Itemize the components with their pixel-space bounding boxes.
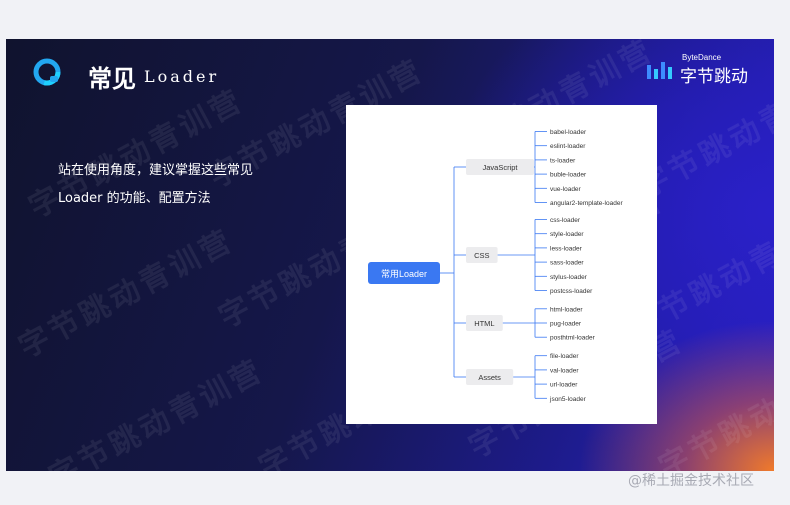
mindmap-panel: 常用Loader JavaScript babel-loader eslint-loa… xyxy=(346,105,657,424)
mindmap-leaf-label: file-loader xyxy=(550,353,579,360)
mindmap-group-node xyxy=(466,315,503,331)
mindmap-group-label: Assets xyxy=(478,373,501,382)
footer-watermark: @稀土掘金技术社区 xyxy=(628,473,754,489)
mindmap-group-node xyxy=(466,159,534,175)
mindmap-leaf-label: style-loader xyxy=(550,231,584,238)
mindmap-group-label: HTML xyxy=(474,319,494,328)
mindmap-leaf-label: eslint-loader xyxy=(550,143,586,150)
mindmap-leaf-label: pug-loader xyxy=(550,321,582,328)
description-line: Loader 的功能、配置方法 xyxy=(58,191,211,206)
mindmap-leaf-label: stylus-loader xyxy=(550,274,588,281)
mindmap-leaf-label: css-loader xyxy=(550,217,581,224)
bytedance-bars-icon xyxy=(647,62,672,79)
page-title-suffix: Loader xyxy=(144,67,220,86)
mindmap-leaf-label: json5-loader xyxy=(549,396,587,403)
mindmap-leaf-label: postcss-loader xyxy=(550,288,593,295)
mindmap-group-label: JavaScript xyxy=(482,163,518,172)
mindmap-leaf-label: ts-loader xyxy=(550,157,576,164)
mindmap-leaf-label: buble-loader xyxy=(550,172,587,179)
mindmap-leaf-label: vue-loader xyxy=(550,186,582,193)
mindmap-leaf-label: val-loader xyxy=(550,367,579,374)
mindmap-leaf-label: angular2-template-loader xyxy=(550,200,623,207)
mindmap-leaf-label: url-loader xyxy=(550,382,578,389)
mindmap-leaf-label: less-loader xyxy=(550,245,583,252)
mindmap-root xyxy=(368,262,440,284)
course-logo-icon xyxy=(33,58,61,86)
watermark-text: 字节跳动青训营 xyxy=(43,352,270,471)
mindmap-leaf-label: html-loader xyxy=(550,306,583,313)
mindmap-group-node xyxy=(466,247,498,263)
mindmap-leaf-label: babel-loader xyxy=(550,129,587,136)
mindmap-leaf-label: sass-loader xyxy=(550,260,584,267)
watermark-text: 字节跳动青训营 xyxy=(13,222,240,366)
mindmap-group-node xyxy=(466,369,514,385)
mindmap-root-label: 常用Loader xyxy=(381,268,427,279)
description-line: 站在使用角度，建议掌握这些常见 xyxy=(58,163,254,178)
brand-english: ByteDance xyxy=(682,53,722,62)
description: 站在使用角度，建议掌握这些常见 Loader 的功能、配置方法 xyxy=(58,157,298,213)
mindmap-group-label: CSS xyxy=(474,251,489,260)
mindmap-leaf-label: posthtml-loader xyxy=(550,335,596,342)
brand-chinese: 字节跳动 xyxy=(680,67,748,87)
slide: 字节跳动青训营字节跳动青训营字节跳动青训营字节跳动青训营字节跳动青训营字节跳动青… xyxy=(6,39,774,471)
mindmap-diagram: 常用Loader JavaScript babel-loader eslint-loa… xyxy=(368,129,623,403)
page-title: 常见 xyxy=(88,65,136,93)
